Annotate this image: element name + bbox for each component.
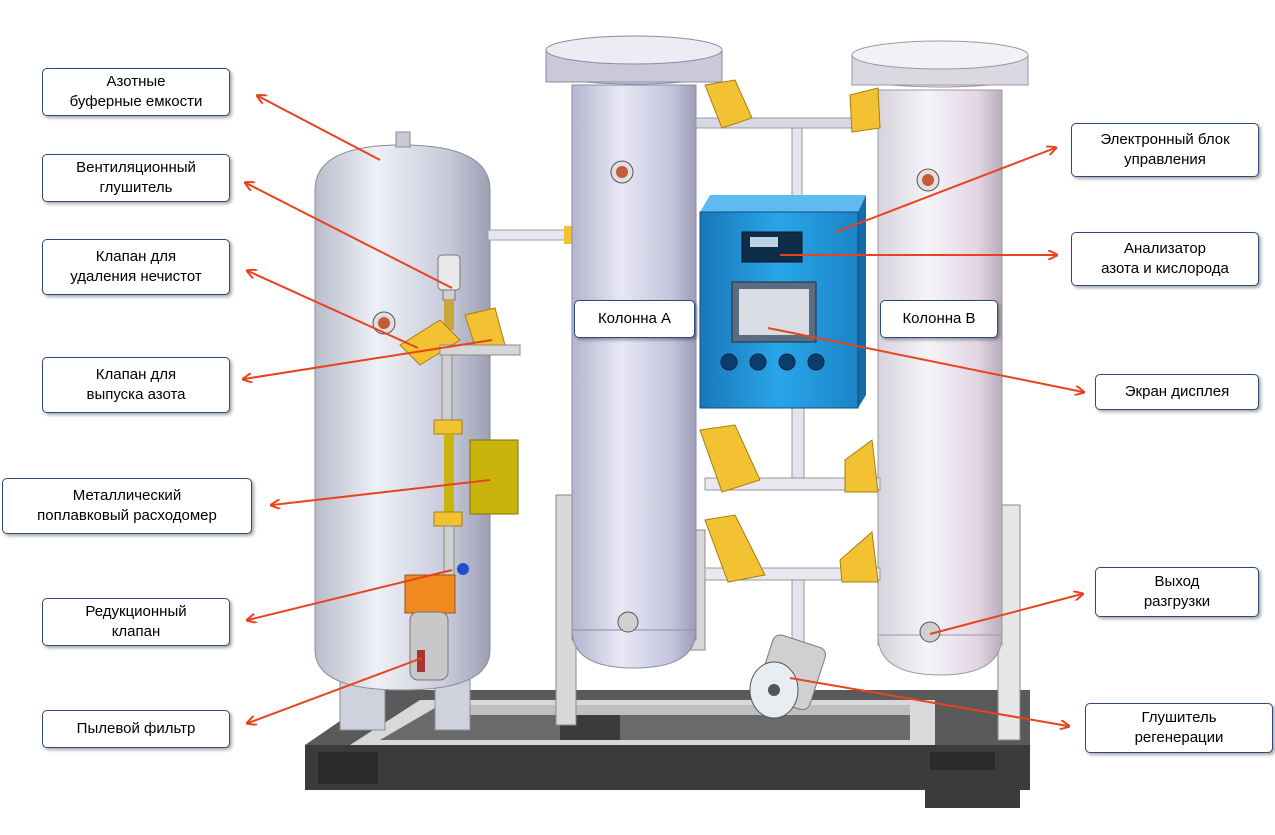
column-piping	[695, 79, 881, 651]
label-float-flowmeter: Металлический поплавковый расходомер	[2, 478, 252, 534]
arrow-flowmeter	[272, 479, 491, 505]
label-nitrogen-buffer-tanks: Азотные буферные емкости	[42, 68, 230, 116]
label-vent-silencer: Вентиляционный глушитель	[42, 154, 230, 202]
arrow-discharge	[929, 594, 1082, 635]
label-column-a: Колонна А	[574, 300, 695, 338]
callout-arrows	[244, 96, 1083, 726]
arrow-display	[767, 327, 1083, 392]
label-discharge-outlet: Выход разгрузки	[1095, 567, 1259, 617]
arrow-reducing-valve	[248, 569, 453, 620]
label-display-screen: Экран дисплея	[1095, 374, 1259, 410]
arrow-dust-filter	[248, 657, 423, 723]
label-dust-filter: Пылевой фильтр	[42, 710, 230, 748]
arrow-vent-silencer	[246, 183, 453, 289]
label-regen-silencer: Глушитель регенерации	[1085, 703, 1273, 753]
label-column-b: Колонна В	[880, 300, 998, 338]
label-control-unit: Электронный блок управления	[1071, 123, 1259, 177]
label-analyzer: Анализатор азота и кислорода	[1071, 232, 1259, 286]
arrow-nitrogen-valve	[244, 339, 493, 379]
regeneration-silencer	[749, 634, 826, 719]
label-nitrogen-outlet-valve: Клапан для выпуска азота	[42, 357, 230, 413]
column-a	[545, 35, 723, 726]
label-reducing-valve: Редукционный клапан	[42, 598, 230, 646]
arrow-control-unit	[835, 148, 1055, 233]
arrow-buffer-tanks	[258, 96, 381, 161]
label-impurity-valve: Клапан для удаления нечистот	[42, 239, 230, 295]
control-cabinet	[699, 195, 866, 409]
column-b	[851, 40, 1029, 741]
arrow-impurity-valve	[248, 271, 419, 349]
base-frame	[305, 690, 1030, 808]
arrow-regen-silencer	[789, 677, 1068, 726]
